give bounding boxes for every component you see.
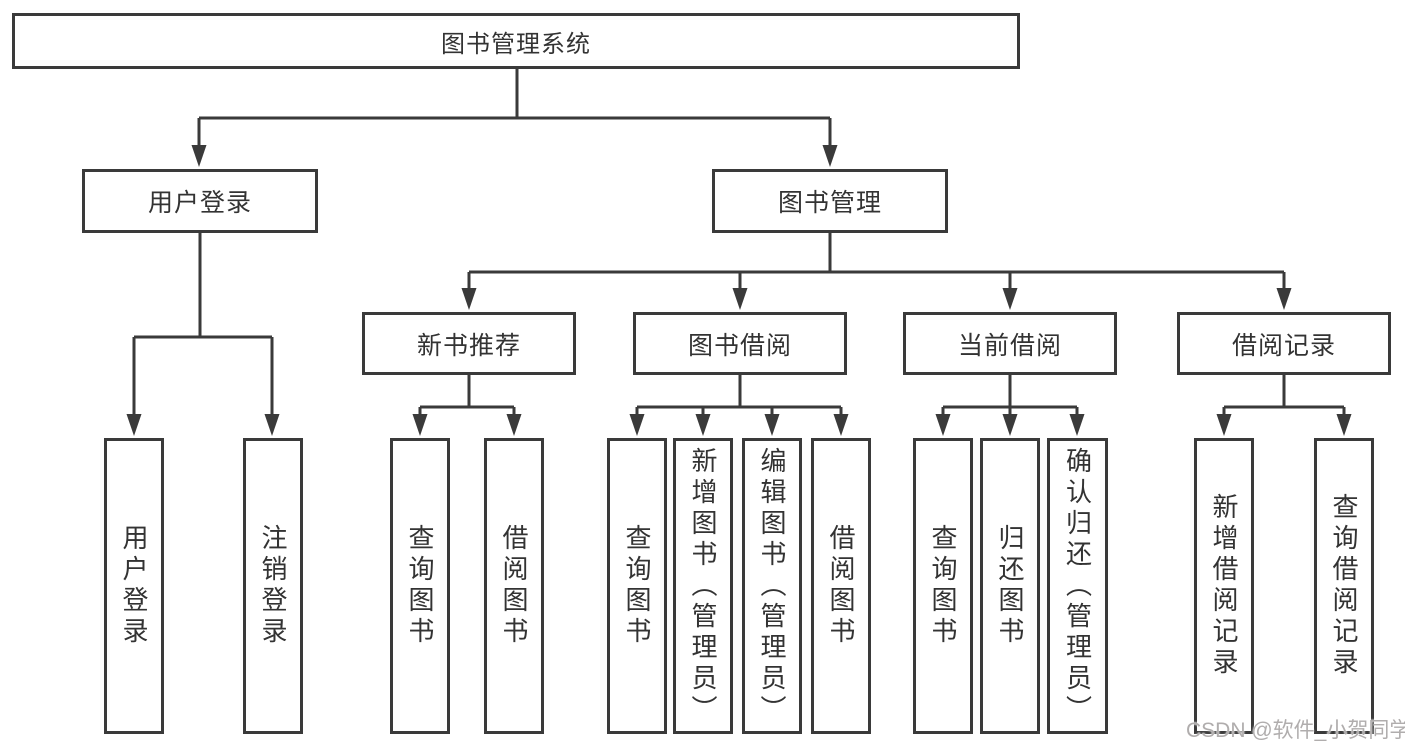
connector-book-mgmt [467,233,1286,289]
connector-borrowing [635,375,843,415]
leaf-query-books-2: 查询图书 [607,438,667,734]
connector-root [197,69,832,146]
connector-user-login [132,233,274,415]
arrowhead-icons [126,145,1352,436]
connector-new-books [418,375,516,415]
csdn-watermark: CSDN @软件_小贺同学 [1186,719,1405,742]
leaf-user-login: 用户登录 [104,438,164,734]
node-book-management: 图书管理 [712,169,948,233]
node-borrow-records: 借阅记录 [1177,312,1391,375]
leaf-query-books-3: 查询图书 [913,438,973,734]
leaf-add-borrow-record: 新增借阅记录 [1194,438,1254,734]
node-system-root: 图书管理系统 [12,13,1020,69]
leaf-borrow-books-1: 借阅图书 [484,438,544,734]
leaf-return-books: 归还图书 [980,438,1040,734]
node-book-borrow: 图书借阅 [633,312,847,375]
node-current-borrow: 当前借阅 [903,312,1117,375]
node-new-book-recommend: 新书推荐 [362,312,576,375]
leaf-confirm-return-admin: 确认归还（管理员） [1047,438,1108,734]
leaf-edit-books-admin: 编辑图书（管理员） [742,438,802,734]
leaf-add-books-admin: 新增图书（管理员） [673,438,733,734]
leaf-query-books-1: 查询图书 [390,438,450,734]
node-user-login: 用户登录 [82,169,318,233]
connector-current [941,375,1079,415]
leaf-query-borrow-record: 查询借阅记录 [1314,438,1374,734]
leaf-borrow-books-2: 借阅图书 [811,438,871,734]
leaf-logout: 注销登录 [243,438,303,734]
connector-records [1222,375,1346,415]
